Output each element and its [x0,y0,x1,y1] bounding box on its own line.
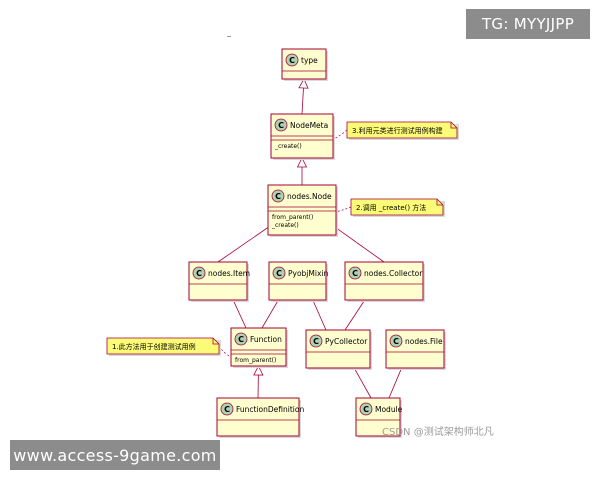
class-function: C Function from_parent() [230,327,288,368]
class-name: nodes.File [405,337,443,346]
note-text: 3.利用元类进行测试用例构建 [352,126,443,135]
class-name: Module [375,405,403,414]
class-c-letter: C [393,337,399,346]
class-name: type [301,56,318,65]
class-method: _create() [274,143,302,150]
class-name: Function [250,335,282,344]
watermark-bottom-left: www.access-9game.com [10,440,220,470]
class-c-letter: C [363,405,369,414]
class-c-icon [389,334,403,348]
inheritance-arrow [296,157,308,185]
csdn-watermark: CSDN @测试架构师北凡 [382,427,494,438]
note-fold [212,338,219,345]
class-c-letter: C [278,121,284,130]
class-c-letter: C [275,192,281,201]
note-body [346,121,458,139]
class-method: from_parent() [235,357,276,364]
class-c-letter: C [276,269,282,278]
class-c-letter: C [289,56,295,65]
class-name: nodes.Node [287,192,332,201]
class-c-icon [192,266,206,280]
watermark-top-right: TG: MYYJJPP [466,9,590,39]
inheritance-arrow [298,78,309,115]
class-name: nodes.Collector [364,269,423,278]
class-c-icon [285,53,299,67]
class-c-icon [309,334,323,348]
class-method: _create() [271,222,299,229]
class-name: PyCollector [325,337,368,346]
note-text: 1.此方法用于创建测试用例 [112,342,196,351]
class-c-icon [348,266,362,280]
class-pycollector: C PyCollector [305,329,372,370]
class-c-icon [271,189,285,203]
class-c-icon [234,332,248,346]
class-name: FunctionDefinition [236,405,304,414]
class-name: PyobjMixin [288,269,328,278]
class-functiondefinition: C FunctionDefinition [216,397,304,438]
class-c-icon [220,402,234,416]
class-c-icon [274,118,288,132]
stray-mark [227,36,231,37]
note-fold [450,122,457,129]
class-method: from_parent() [272,214,313,221]
class-c-letter: C [196,269,202,278]
class-c-letter: C [238,335,244,344]
note-body [106,337,220,355]
class-module: C Module [355,397,403,438]
class-c-letter: C [224,405,230,414]
class-name: NodeMeta [290,121,328,130]
notes: 3.利用元类进行测试用例构建 2.调用 _create() 方法 1.此方法用于创建… [106,121,459,356]
class-c-letter: C [352,269,358,278]
inheritance-arrow [253,365,264,399]
class-c-letter: C [313,337,319,346]
note-note3: 3.利用元类进行测试用例构建 [346,121,459,140]
class-nodemeta: C NodeMeta _create() [270,113,335,160]
class-name: nodes.Item [208,269,250,278]
note-text: 2.调用 _create() 方法 [356,203,426,212]
class-c-icon [272,266,286,280]
note-body [350,198,444,216]
class-pyobjmixin: C PyobjMixin [268,261,328,302]
note-links [218,129,352,358]
note-fold [436,199,443,206]
class-c-icon [359,402,373,416]
note-note1: 1.此方法用于创建测试用例 [106,337,221,356]
note-note2: 2.调用 _create() 方法 [350,198,445,217]
